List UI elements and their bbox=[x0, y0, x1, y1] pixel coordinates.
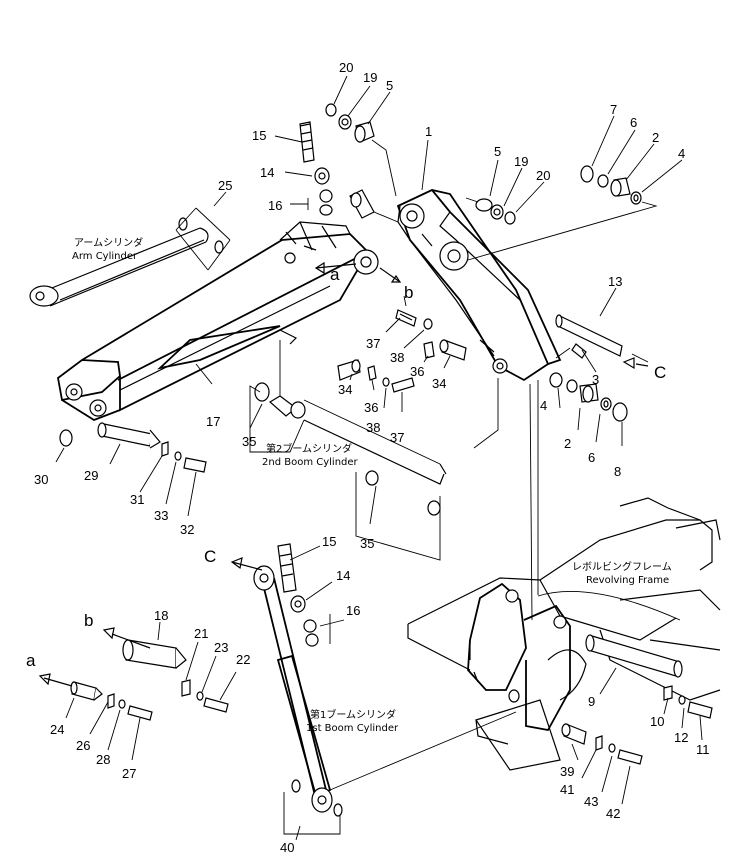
callout-18: 18 bbox=[154, 608, 168, 623]
letter-c-left: C bbox=[204, 547, 216, 566]
callout-36b: 36 bbox=[364, 400, 378, 415]
reference-letters: a b C C b a bbox=[26, 265, 666, 670]
callout-42: 42 bbox=[606, 806, 620, 821]
callout-21: 21 bbox=[194, 626, 208, 641]
pin-13 bbox=[555, 314, 649, 363]
second-boom bbox=[57, 221, 379, 422]
callout-23: 23 bbox=[214, 640, 228, 655]
revolving-frame bbox=[407, 380, 721, 771]
callout-29: 29 bbox=[84, 468, 98, 483]
second-boom-cylinder-jp-label: 第2ブームシリンダ bbox=[266, 442, 352, 455]
callout-19: 19 bbox=[363, 70, 377, 85]
component-labels: アームシリンダ Arm Cylinder 第2ブームシリンダ 2nd Boom … bbox=[72, 236, 672, 734]
revolving-frame-jp-label: レボルビングフレーム bbox=[572, 560, 672, 573]
letter-a-left: a bbox=[26, 651, 36, 670]
callout-26: 26 bbox=[76, 738, 90, 753]
first-boom-cylinder-jp-label: 第1ブームシリンダ bbox=[310, 708, 396, 721]
callout-5b: 5 bbox=[494, 144, 501, 159]
callout-14: 14 bbox=[260, 165, 274, 180]
callout-10: 10 bbox=[650, 714, 664, 729]
callout-36: 36 bbox=[410, 364, 424, 379]
callout-12: 12 bbox=[674, 730, 688, 745]
callout-35b: 35 bbox=[360, 536, 374, 551]
letter-b-left: b bbox=[84, 611, 93, 630]
callout-24: 24 bbox=[50, 722, 64, 737]
callout-2b: 2 bbox=[564, 436, 571, 451]
pin-stack-lower-right bbox=[549, 372, 628, 422]
callout-41: 41 bbox=[560, 782, 574, 797]
callout-3: 3 bbox=[592, 372, 599, 387]
callout-16: 16 bbox=[268, 198, 282, 213]
callout-4: 4 bbox=[678, 146, 685, 161]
callout-5: 5 bbox=[386, 78, 393, 93]
second-boom-cylinder-en-label: 2nd Boom Cylinder bbox=[262, 457, 359, 468]
callout-1: 1 bbox=[425, 124, 432, 139]
callout-13: 13 bbox=[608, 274, 622, 289]
callout-4b: 4 bbox=[540, 398, 547, 413]
first-boom-cylinder-en-label: 1st Boom Cylinder bbox=[306, 723, 399, 734]
callout-38: 38 bbox=[390, 350, 404, 365]
bolt-15-lower bbox=[277, 543, 319, 647]
callout-19b: 19 bbox=[514, 154, 528, 169]
callout-43: 43 bbox=[584, 794, 598, 809]
first-boom-cylinder bbox=[253, 565, 517, 835]
callout-34b: 34 bbox=[338, 382, 352, 397]
callout-20b: 20 bbox=[536, 168, 550, 183]
leader-lines bbox=[55, 75, 703, 841]
arm-cylinder-en-label: Arm Cylinder bbox=[72, 251, 138, 262]
callout-28: 28 bbox=[96, 752, 110, 767]
callout-37: 37 bbox=[366, 336, 380, 351]
revolving-frame-en-label: Revolving Frame bbox=[586, 575, 669, 586]
callout-22: 22 bbox=[236, 652, 250, 667]
callout-9: 9 bbox=[588, 694, 595, 709]
callout-35: 35 bbox=[242, 434, 256, 449]
callout-34: 34 bbox=[432, 376, 446, 391]
callout-38b: 38 bbox=[366, 420, 380, 435]
callout-25: 25 bbox=[218, 178, 232, 193]
first-boom bbox=[396, 189, 562, 382]
direction-arrows bbox=[38, 261, 649, 687]
pins-34-38 bbox=[337, 309, 467, 393]
letter-b-top: b bbox=[404, 283, 413, 302]
callout-14b: 14 bbox=[336, 568, 350, 583]
callout-33: 33 bbox=[154, 508, 168, 523]
callout-15b: 15 bbox=[322, 534, 336, 549]
callout-27: 27 bbox=[122, 766, 136, 781]
letter-c-right: C bbox=[654, 363, 666, 382]
arm-cylinder bbox=[29, 207, 231, 307]
pin-stack-upper-right bbox=[467, 165, 658, 261]
callout-15: 15 bbox=[252, 128, 266, 143]
letter-a-top: a bbox=[330, 265, 340, 284]
callout-16b: 16 bbox=[346, 603, 360, 618]
callout-6: 6 bbox=[630, 115, 637, 130]
callout-20: 20 bbox=[339, 60, 353, 75]
arm-cylinder-jp-label: アームシリンダ bbox=[74, 236, 143, 249]
pin-24-group bbox=[70, 681, 153, 721]
callout-11: 11 bbox=[696, 742, 710, 757]
callout-7: 7 bbox=[610, 102, 617, 117]
callout-2: 2 bbox=[652, 130, 659, 145]
callout-32: 32 bbox=[180, 522, 194, 537]
callout-31: 31 bbox=[130, 492, 144, 507]
callout-39: 39 bbox=[560, 764, 574, 779]
pin-39-group bbox=[561, 723, 643, 765]
pin-18-group bbox=[122, 639, 229, 713]
callout-17: 17 bbox=[206, 414, 220, 429]
callout-37b: 37 bbox=[390, 430, 404, 445]
boom-top-hardware bbox=[299, 103, 516, 225]
callout-6b: 6 bbox=[588, 450, 595, 465]
callout-30: 30 bbox=[34, 472, 48, 487]
callout-40: 40 bbox=[280, 840, 294, 853]
second-boom-cylinder bbox=[249, 340, 499, 561]
callout-8: 8 bbox=[614, 464, 621, 479]
callout-numbers: 20 19 5 15 14 16 25 1 5 19 20 7 6 2 4 13… bbox=[34, 60, 710, 853]
pin-9-group bbox=[585, 634, 713, 719]
pin-29-group bbox=[59, 422, 207, 473]
